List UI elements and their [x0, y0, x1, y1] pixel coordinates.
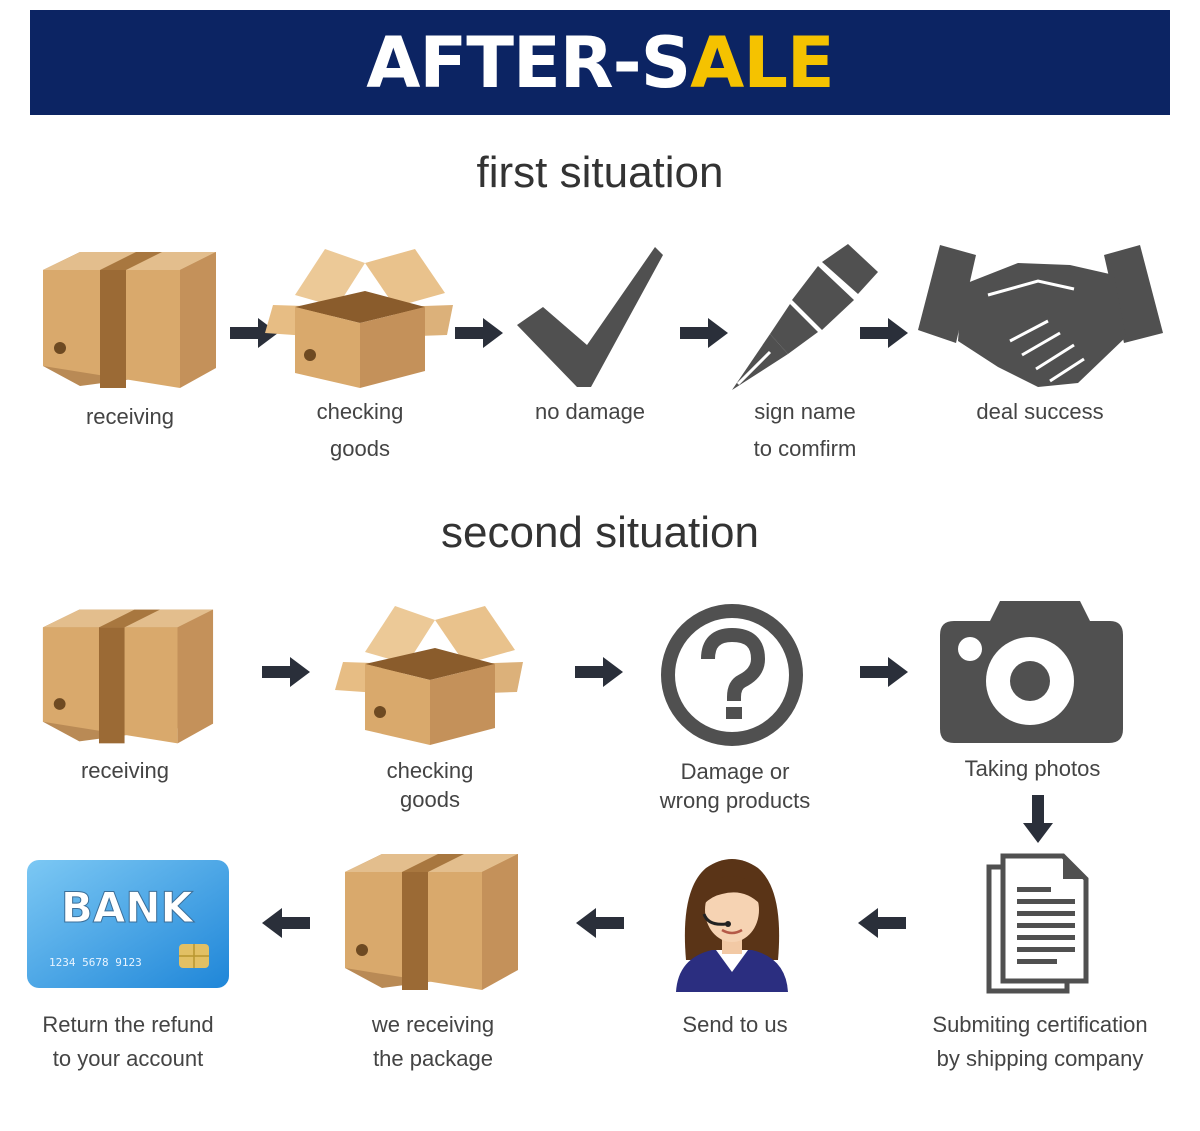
step-submitting-label: Submiting certification by shipping comp…: [932, 1012, 1148, 1072]
open-box-icon: [335, 602, 525, 747]
pen-icon: [730, 242, 880, 392]
arrow-right-icon: [575, 657, 623, 687]
step-receiving-label: receiving: [80, 758, 170, 783]
arrow-left-icon: [576, 908, 624, 938]
closed-box-icon: [40, 248, 218, 390]
step-sign-name-label: sign name to comfirm: [753, 399, 857, 462]
arrow-right-icon: [680, 318, 728, 348]
step-damage-label: Damage or wrong products: [659, 759, 811, 813]
second-situation-title: second situation: [441, 508, 759, 557]
document-icon: [985, 853, 1090, 995]
arrow-right-icon: [230, 318, 278, 348]
first-situation-title: first situation: [476, 148, 724, 197]
arrow-right-icon: [455, 318, 503, 348]
arrow-left-icon: [858, 908, 906, 938]
support-agent-icon: [672, 850, 792, 992]
camera-icon: [940, 601, 1123, 743]
step-no-damage-label: no damage: [534, 399, 646, 424]
closed-box-icon: [342, 850, 520, 992]
step-checking-goods-label: checking goods: [316, 399, 404, 462]
open-box-icon: [265, 245, 455, 390]
step-send-to-us-label: Send to us: [682, 1012, 788, 1037]
bank-card-icon: BANK 1234 5678 9123: [27, 860, 229, 988]
arrow-right-icon: [262, 657, 310, 687]
question-icon: [658, 601, 806, 749]
arrow-right-icon: [860, 657, 908, 687]
step-refund-label: Return the refund to your account: [42, 1012, 214, 1072]
svg-text:BANK: BANK: [61, 883, 195, 932]
step-receiving-label: receiving: [85, 404, 175, 429]
checkmark-icon: [515, 245, 665, 390]
step-deal-success-label: deal success: [976, 399, 1104, 424]
after-sale-banner: AFTER-SALE: [30, 10, 1170, 115]
arrow-right-icon: [860, 318, 908, 348]
step-we-receiving-label: we receiving the package: [371, 1012, 495, 1072]
svg-text:1234 5678 9123: 1234 5678 9123: [49, 956, 142, 969]
step-taking-photos-label: Taking photos: [964, 756, 1101, 781]
handshake-icon: [918, 245, 1163, 390]
arrow-left-icon: [262, 908, 310, 938]
banner-title: AFTER-SALE: [366, 21, 835, 104]
arrow-down-icon: [1023, 795, 1053, 843]
step-checking-goods-label: checking goods: [386, 758, 474, 812]
closed-box-icon: [40, 603, 215, 748]
